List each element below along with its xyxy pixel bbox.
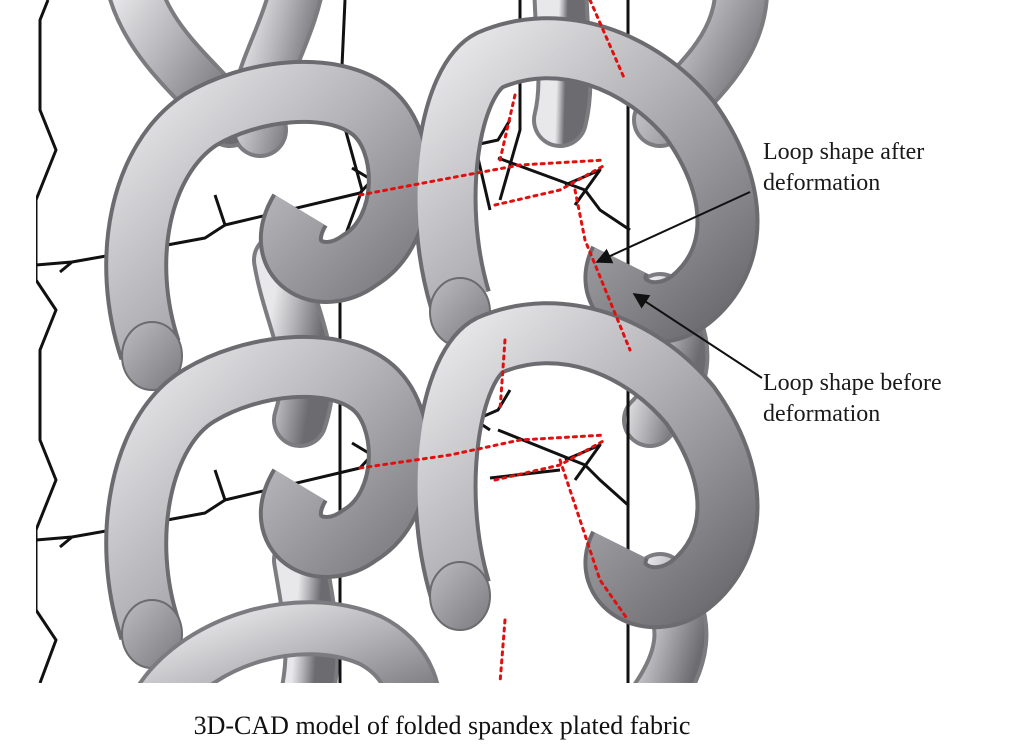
loop-shape-after-lines	[358, 0, 632, 683]
annotation-loop-after-line2: deformation	[763, 170, 881, 196]
model-panel	[36, 0, 772, 683]
annotation-loop-before: Loop shape before deformation	[763, 368, 942, 430]
annotation-loop-after-line1: Loop shape after	[763, 139, 925, 165]
annotation-loop-before-line2: deformation	[763, 401, 881, 427]
front-yarns-lower	[104, 301, 760, 683]
arrow-after	[595, 191, 751, 264]
annotation-arrows	[595, 191, 763, 379]
arrow-before	[632, 293, 763, 379]
figure-caption: 3D-CAD model of folded spandex plated fa…	[193, 711, 691, 740]
annotation-loop-before-line1: Loop shape before	[763, 370, 942, 396]
front-yarns-upper	[104, 16, 760, 391]
annotation-loop-after: Loop shape after deformation	[763, 137, 924, 199]
